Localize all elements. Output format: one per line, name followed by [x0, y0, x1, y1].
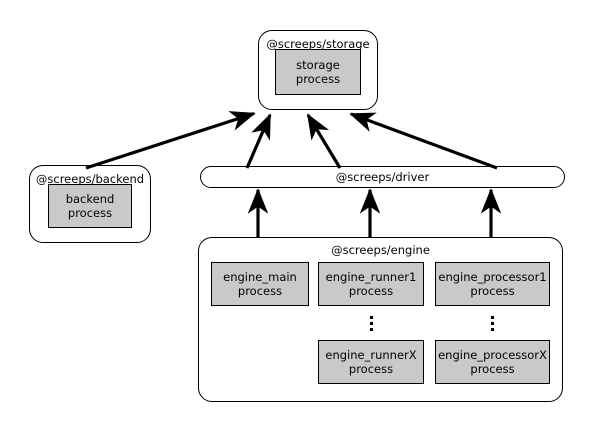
process-storage[interactable]: storage process: [275, 49, 361, 95]
processor-ellipsis-icon: [487, 313, 497, 334]
process-engine-runnerx[interactable]: engine_runnerX process: [318, 340, 424, 384]
process-engine-runnerx-name: engine_runnerX: [325, 347, 417, 362]
process-storage-name: storage: [296, 57, 340, 72]
process-engine-main-kind: process: [237, 284, 283, 298]
edge-backend-to-storage: [85, 111, 256, 170]
process-engine-runner1-kind: process: [348, 284, 394, 298]
process-engine-main[interactable]: engine_main process: [211, 262, 309, 306]
runner-ellipsis-icon: [366, 313, 376, 334]
process-engine-runner1[interactable]: engine_runner1 process: [318, 262, 424, 306]
process-engine-runner1-name: engine_runner1: [325, 269, 417, 284]
edge-driver-to-storage-left: [245, 113, 272, 169]
process-backend[interactable]: backend process: [48, 184, 132, 228]
process-engine-processor1-name: engine_processor1: [438, 269, 547, 284]
process-backend-name: backend: [65, 191, 115, 206]
process-engine-main-name: engine_main: [223, 269, 297, 284]
process-backend-kind: process: [67, 206, 113, 220]
process-engine-processorx-kind: process: [470, 362, 515, 376]
package-driver-label: @screeps/driver: [335, 170, 430, 184]
package-backend-label: @screeps/backend: [35, 172, 145, 186]
package-engine-label: @screeps/engine: [331, 243, 430, 257]
edge-driver-to-storage-right: [349, 112, 498, 170]
process-engine-processorx[interactable]: engine_processorX process: [435, 340, 550, 384]
package-storage-label: @screeps/storage: [266, 37, 370, 51]
edge-driver-to-storage-middle: [306, 113, 342, 169]
process-engine-processor1-kind: process: [470, 284, 515, 298]
process-engine-processor1[interactable]: engine_processor1 process: [435, 262, 550, 306]
process-engine-runnerx-kind: process: [348, 362, 394, 376]
process-engine-processorx-name: engine_processorX: [438, 347, 547, 362]
package-driver[interactable]: @screeps/driver: [200, 166, 565, 188]
process-storage-kind: process: [295, 72, 341, 86]
